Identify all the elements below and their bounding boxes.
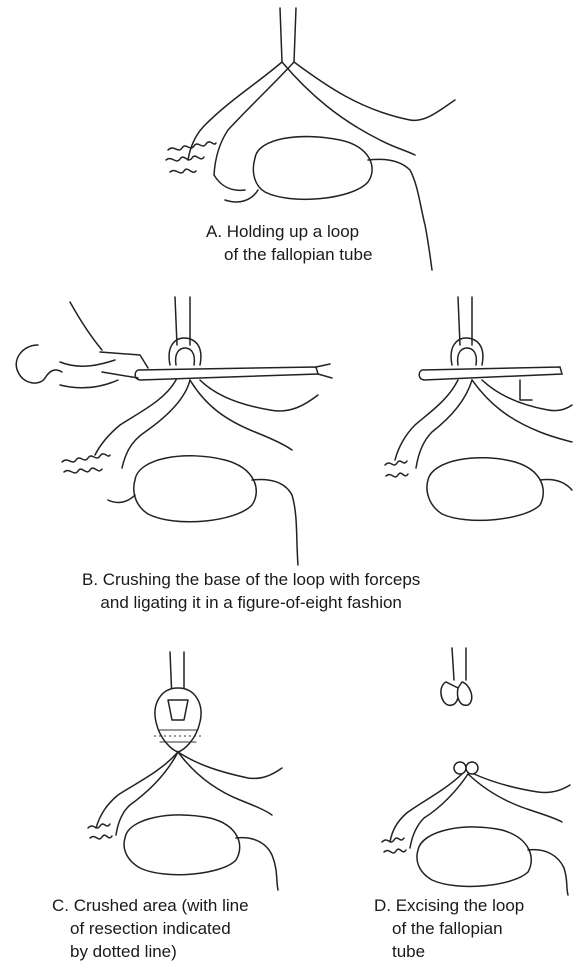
panel-d-drawing [382,648,570,895]
caption-c: C. Crushed area (with line of resection … [52,894,249,963]
panel-b-left-drawing [16,297,332,565]
caption-a-line-1: A. Holding up a loop [206,220,372,243]
caption-d: D. Excising the loop of the fallopian tu… [374,894,524,963]
caption-c-line-3: by dotted line) [52,940,249,963]
caption-b: B. Crushing the base of the loop with fo… [82,568,420,614]
caption-b-line-2: and ligating it in a figure-of-eight fas… [82,591,420,614]
caption-c-line-1: C. Crushed area (with line [52,894,249,917]
caption-a-line-2: of the fallopian tube [206,243,372,266]
caption-d-line-3: tube [374,940,524,963]
caption-b-line-1: B. Crushing the base of the loop with fo… [82,568,420,591]
caption-d-line-1: D. Excising the loop [374,894,524,917]
panel-c-drawing [88,652,282,890]
panel-b-right-drawing [385,297,572,520]
caption-d-line-2: of the fallopian [374,917,524,940]
caption-a: A. Holding up a loop of the fallopian tu… [206,220,372,266]
caption-c-line-2: of resection indicated [52,917,249,940]
